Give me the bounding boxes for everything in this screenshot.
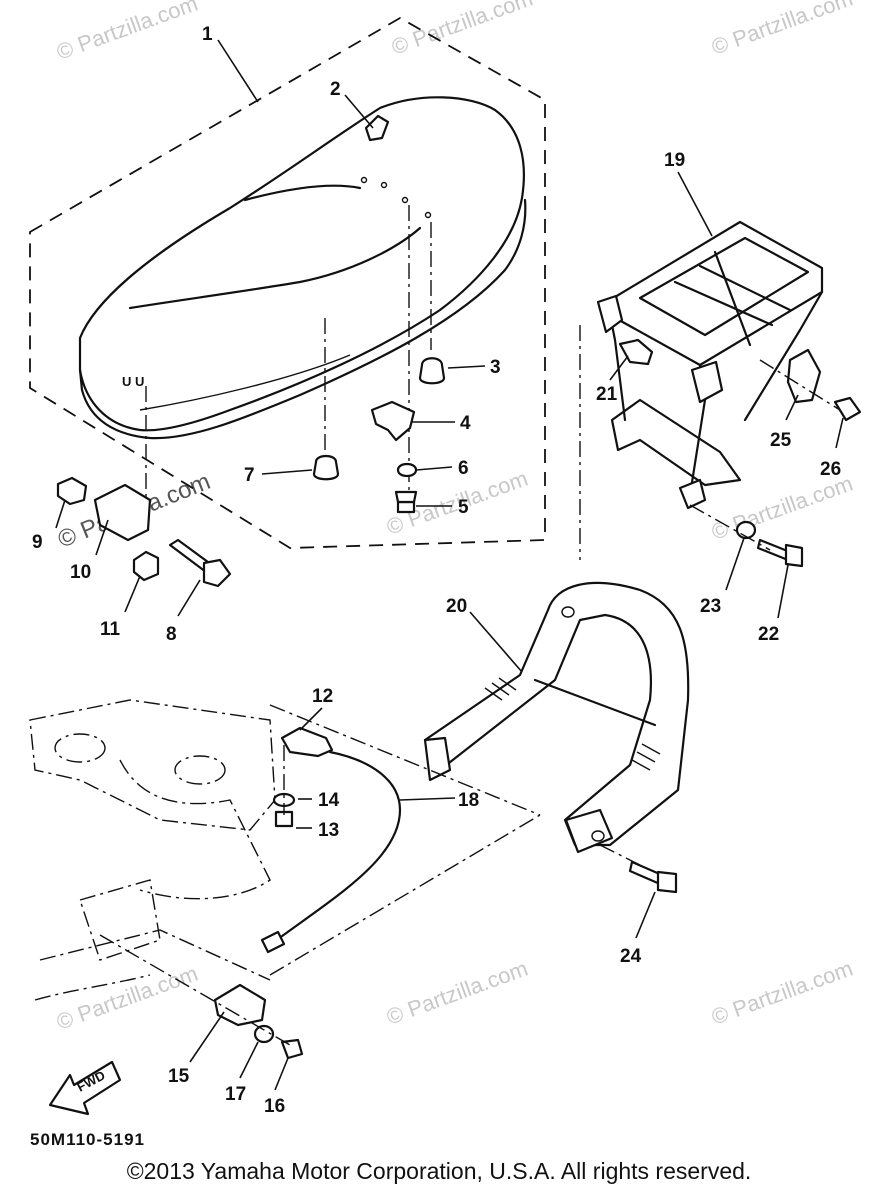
callout-9: 9 bbox=[32, 532, 43, 553]
callout-7: 7 bbox=[244, 465, 255, 486]
bolt-21 bbox=[618, 338, 654, 366]
seat-mark: U U bbox=[122, 374, 144, 389]
watermark: © Partzilla.com bbox=[383, 956, 531, 1030]
copyright-notice: ©2013 Yamaha Motor Corporation, U.S.A. A… bbox=[126, 1158, 752, 1184]
cable-end bbox=[260, 930, 286, 954]
seat-lock-cable-18 bbox=[268, 750, 402, 947]
callout-25: 25 bbox=[770, 430, 792, 451]
watermark: © Partzilla.com bbox=[388, 0, 536, 60]
callout-10: 10 bbox=[70, 562, 91, 583]
callout-6: 6 bbox=[458, 458, 469, 479]
fwd-arrow: FWD bbox=[48, 1060, 122, 1116]
seat-assembly-boundary bbox=[29, 16, 546, 549]
diagram-code: 50M110-5191 bbox=[30, 1130, 145, 1149]
callout-19: 19 bbox=[664, 150, 685, 171]
damper-3 bbox=[418, 357, 446, 385]
callout-2: 2 bbox=[330, 79, 341, 100]
leader-lines bbox=[55, 39, 844, 1091]
screw-5 bbox=[396, 500, 416, 514]
callout-3: 3 bbox=[490, 357, 501, 378]
nut-9 bbox=[56, 476, 88, 506]
washer-23 bbox=[735, 520, 757, 540]
callout-18: 18 bbox=[458, 790, 479, 811]
motorcycle-frame bbox=[29, 699, 541, 1001]
callout-16: 16 bbox=[264, 1096, 285, 1117]
callout-8: 8 bbox=[166, 624, 177, 645]
grab-bar bbox=[423, 581, 690, 854]
bolt-24-head bbox=[656, 870, 678, 894]
callout-11: 11 bbox=[100, 619, 121, 640]
callout-5: 5 bbox=[458, 497, 469, 518]
watermark: © Partzilla.com bbox=[53, 961, 201, 1035]
callout-26: 26 bbox=[820, 459, 841, 480]
callout-15: 15 bbox=[168, 1066, 190, 1087]
seat-lock-12 bbox=[280, 726, 334, 758]
centerline bbox=[689, 504, 771, 551]
centerline bbox=[99, 934, 291, 1046]
clip-6 bbox=[396, 462, 418, 478]
watermark: © Partzilla.com bbox=[708, 0, 856, 60]
callout-17: 17 bbox=[225, 1084, 246, 1105]
screw-5-head bbox=[394, 490, 418, 504]
seat-bracket-10 bbox=[93, 483, 152, 542]
callout-14: 14 bbox=[318, 790, 340, 811]
seat: U U bbox=[78, 96, 527, 440]
screw-16 bbox=[280, 1038, 304, 1060]
damper-25 bbox=[786, 348, 822, 404]
callout-12: 12 bbox=[312, 686, 333, 707]
watermark: © Partzilla.com bbox=[708, 956, 856, 1030]
damper-7 bbox=[312, 454, 340, 481]
bolt-13 bbox=[274, 810, 294, 828]
seat-hook bbox=[364, 114, 390, 142]
centerline bbox=[599, 844, 641, 866]
seat-lock-assy-15 bbox=[213, 983, 267, 1027]
callouts: 1 2 3 4 5 6 7 8 9 10 11 12 13 14 15 16 1… bbox=[32, 24, 841, 1117]
callout-4: 4 bbox=[460, 413, 471, 434]
callout-13: 13 bbox=[318, 820, 339, 841]
rear-carrier bbox=[596, 220, 824, 510]
collar-17 bbox=[253, 1024, 275, 1044]
centerline bbox=[759, 359, 841, 411]
bolt-8-head bbox=[202, 558, 232, 588]
bolt-26 bbox=[833, 396, 862, 422]
nut-11 bbox=[132, 550, 160, 582]
seat-lock-bracket-4 bbox=[370, 400, 416, 442]
callout-20: 20 bbox=[446, 596, 467, 617]
callout-1: 1 bbox=[202, 24, 213, 45]
watermark: © Partzilla.com bbox=[53, 0, 201, 65]
callout-21: 21 bbox=[596, 384, 618, 405]
callout-23: 23 bbox=[700, 596, 721, 617]
callout-22: 22 bbox=[758, 624, 779, 645]
callout-24: 24 bbox=[620, 946, 642, 967]
bolt-22-head bbox=[784, 543, 804, 568]
